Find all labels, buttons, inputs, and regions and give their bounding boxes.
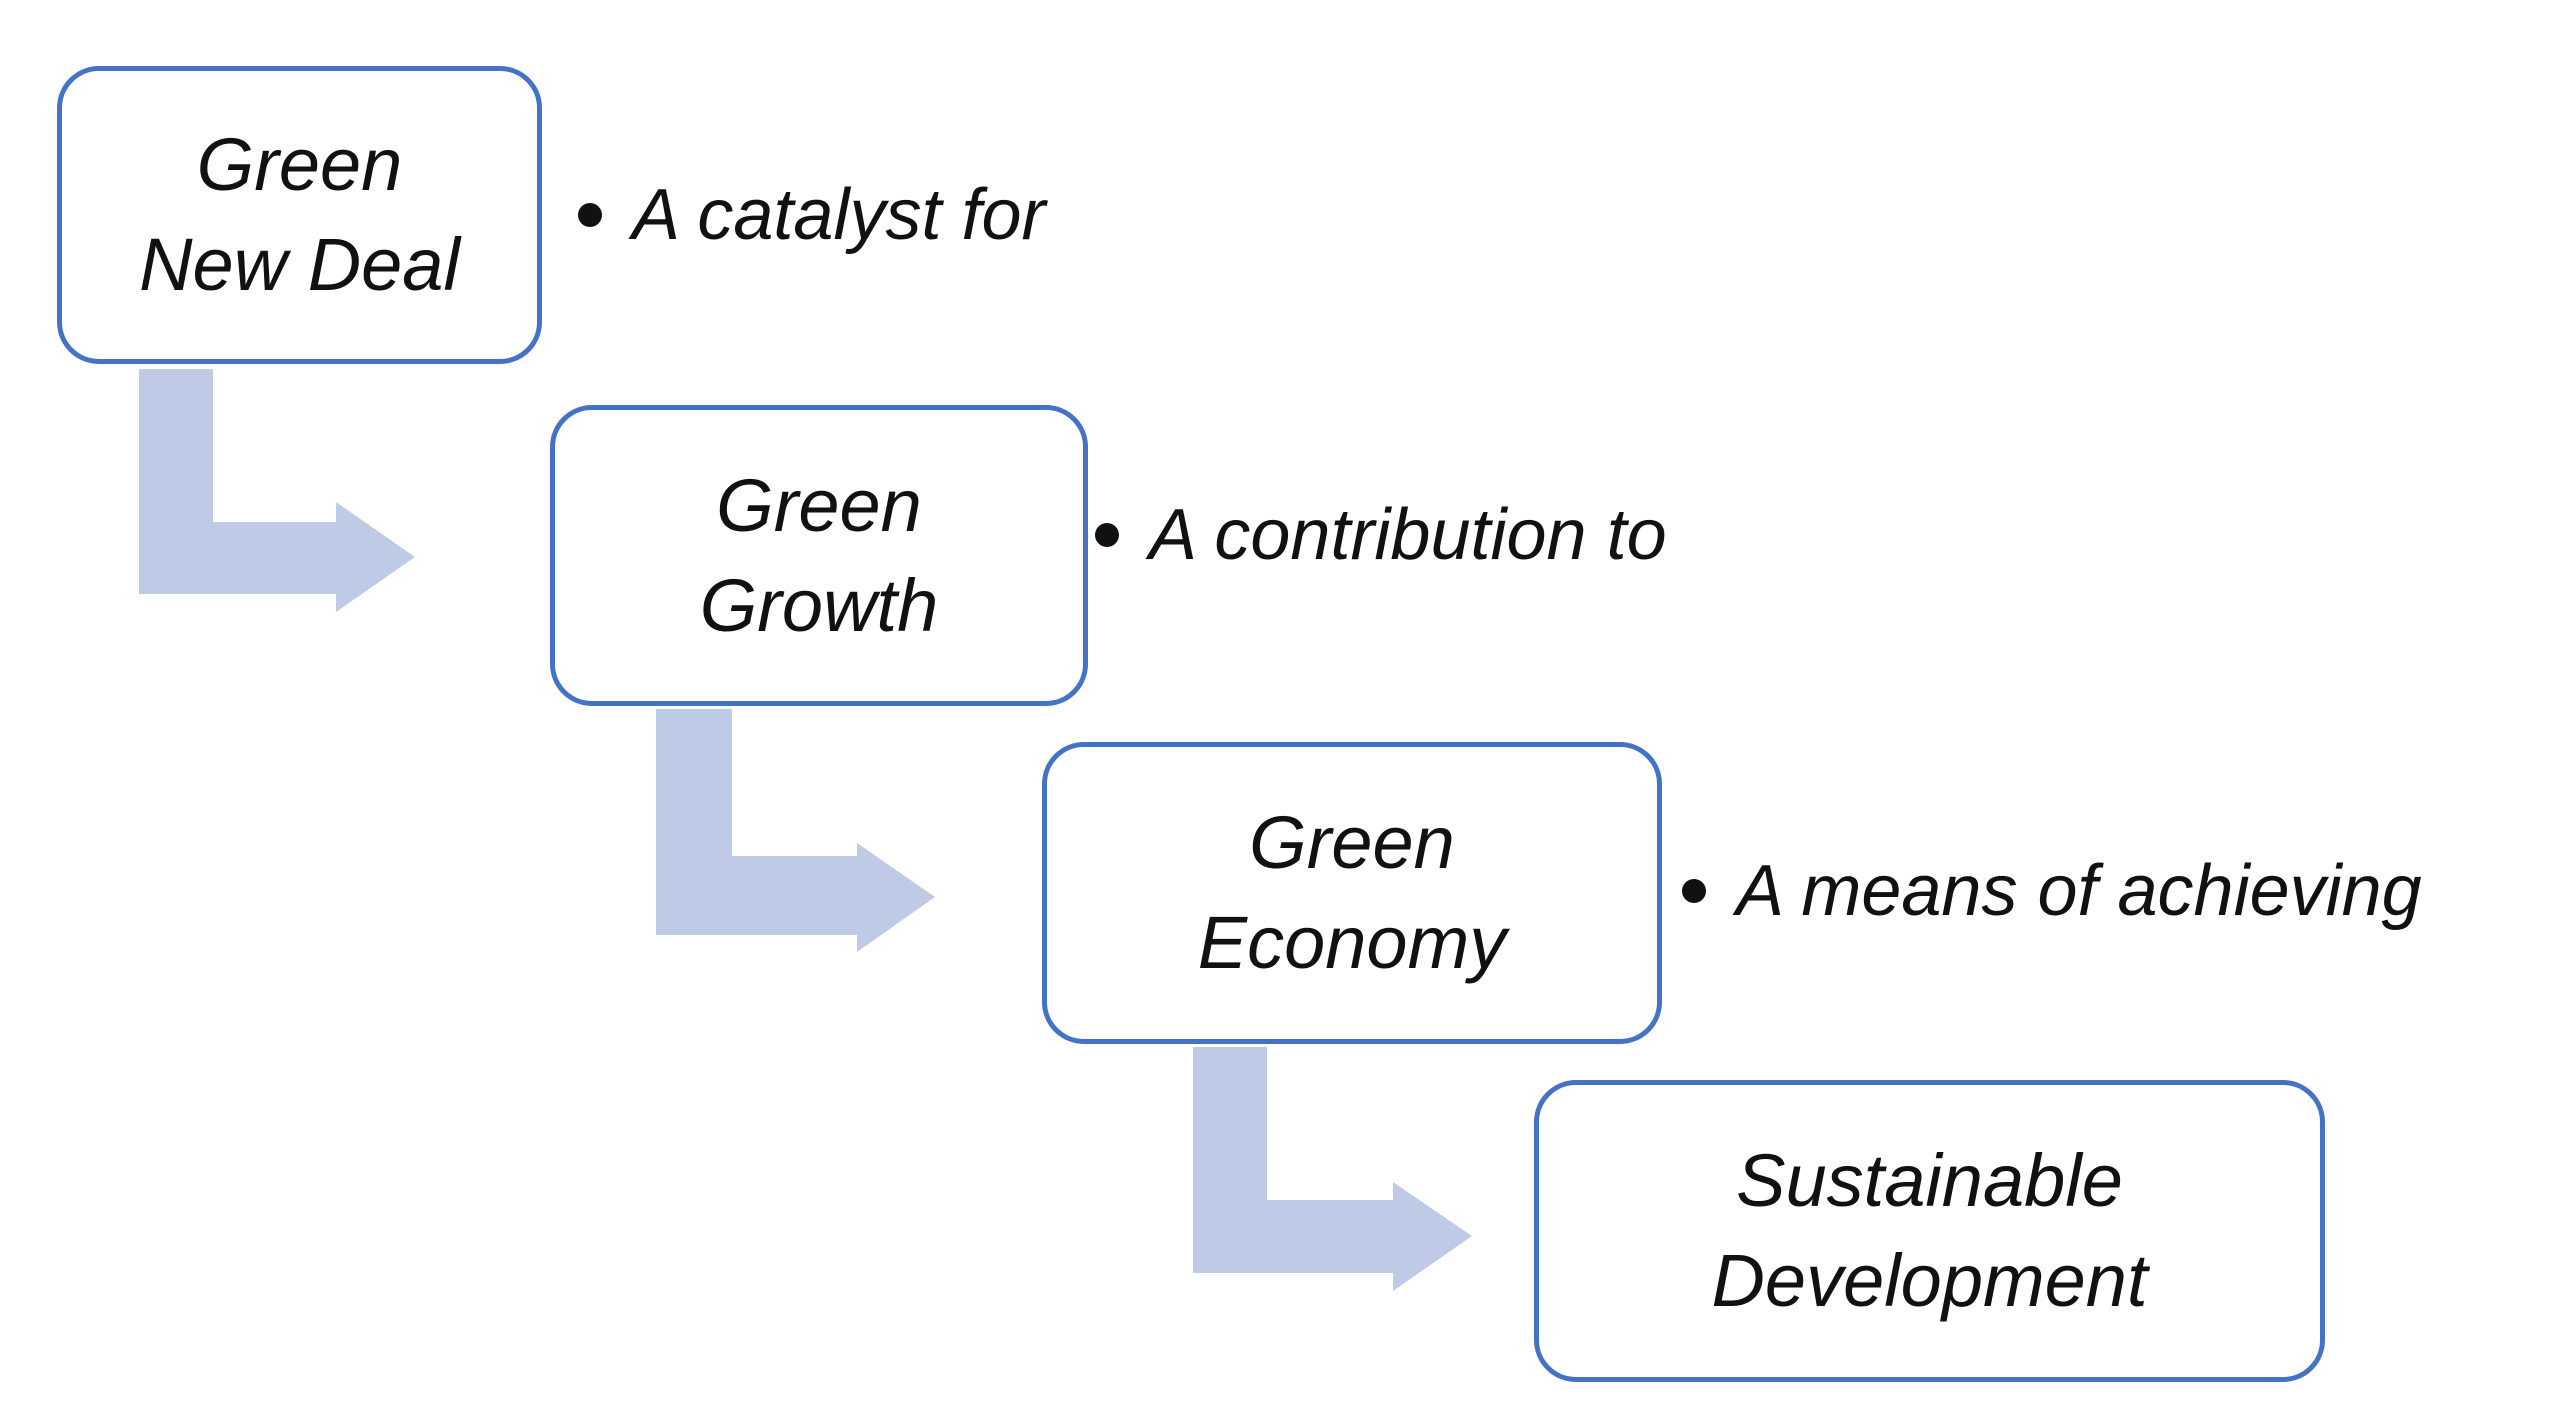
relation-3: A means of achieving [1682, 846, 2422, 936]
box-label-line1: Green [716, 463, 922, 547]
bent-arrow-1 [139, 369, 415, 612]
box-label-line2: Development [1711, 1239, 2148, 1322]
bullet-icon [1682, 879, 1706, 903]
relation-text: A contribution to [1149, 495, 1667, 575]
box-label-line1: Green [1249, 801, 1455, 884]
relation-text: A catalyst for [632, 175, 1046, 255]
bullet-icon [578, 203, 602, 227]
bent-arrow-2 [656, 709, 935, 952]
box-label-line1: Sustainable [1736, 1139, 2123, 1222]
box-label-line2: Economy [1197, 901, 1507, 984]
bullet-icon [1095, 523, 1119, 547]
relation-2: A contribution to [1095, 490, 1667, 580]
box-label-line2: New Deal [139, 223, 460, 306]
box-label-line1: Green [196, 123, 403, 206]
bent-arrow-3 [1193, 1047, 1472, 1291]
box-label-line2: Growth [699, 563, 939, 647]
relation-text: A means of achieving [1736, 851, 2422, 931]
relation-1: A catalyst for [578, 170, 1045, 260]
